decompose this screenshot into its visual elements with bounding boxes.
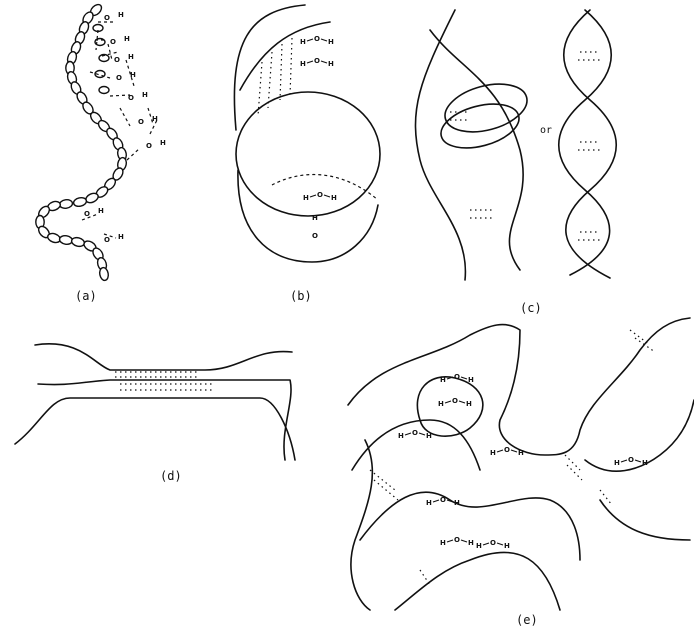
oxygen-atom: O — [454, 373, 460, 381]
polymer-bead — [73, 196, 88, 207]
polymer-bead — [99, 267, 110, 281]
hydrogen-atom: H — [300, 38, 306, 46]
hydrogen-atom: H — [328, 38, 334, 46]
panel-d-label: (d) — [160, 469, 182, 483]
hydrogen-atom: H — [614, 459, 620, 467]
hydrogen-atom: H — [426, 499, 432, 507]
double-helix — [559, 10, 617, 278]
strand-d-shading — [115, 372, 215, 390]
oxygen-atom: O — [504, 446, 510, 454]
oxygen-atom: O — [116, 74, 122, 82]
hydrogen-atom: H — [490, 449, 496, 457]
hydrogen-atom: H — [440, 376, 446, 384]
hydrogen-atom: H — [504, 542, 510, 550]
network-outline-4 — [395, 552, 560, 610]
hydrogen-atom: H — [98, 207, 104, 215]
hydrogen-atom: H — [312, 214, 318, 222]
strand-b-upper — [240, 22, 330, 90]
oxygen-atom: O — [138, 118, 144, 126]
strand-c-shading — [450, 112, 495, 218]
hydrogen-atom: H — [303, 194, 309, 202]
strand-b-top — [234, 5, 305, 130]
oxygen-atom: O — [412, 429, 418, 437]
oxygen-atom: O — [314, 35, 320, 43]
polymer-bead — [59, 235, 73, 245]
ring-b-hidden — [272, 175, 378, 200]
panel-c-label: (c) — [520, 301, 542, 315]
hydrogen-bonds-a — [82, 22, 158, 238]
hydrogen-atom: H — [426, 432, 432, 440]
strand-d-top — [35, 344, 292, 370]
network-outline-3 — [360, 492, 580, 560]
panel-a: OHOHOHOHOHOHOHOHOH (a) — [36, 2, 166, 303]
hydrogen-atom: H — [466, 400, 472, 408]
panel-e-label: (e) — [516, 613, 538, 627]
network-loop — [417, 377, 482, 436]
oxygen-atom: O — [454, 536, 460, 544]
hydrogen-atom: H — [518, 449, 524, 457]
polymer-bead — [99, 87, 109, 94]
hydrogen-atom: H — [142, 91, 148, 99]
panel-e: (e) — [348, 318, 694, 627]
strand-c-2 — [415, 10, 465, 280]
oxygen-atom: O — [314, 57, 320, 65]
hydrogen-atom: H — [438, 400, 444, 408]
strand-c-1 — [430, 30, 523, 270]
oxygen-atom: O — [312, 232, 318, 240]
oxygen-atom: O — [452, 397, 458, 405]
hydrogen-atom: H — [642, 459, 648, 467]
hydrogen-atom: H — [300, 60, 306, 68]
strand-d-bottom — [15, 398, 295, 460]
panel-d: (d) — [15, 344, 295, 483]
oxygen-atom: O — [104, 236, 110, 244]
panel-c: or (c) — [415, 10, 616, 315]
hydrogen-atom: H — [454, 499, 460, 507]
oxygen-atom: O — [440, 496, 446, 504]
hydrogen-atom: H — [440, 539, 446, 547]
hydrogen-atom: H — [476, 542, 482, 550]
loop-c-1 — [440, 76, 533, 140]
panel-a-label: (a) — [75, 289, 97, 303]
panel-b: (b) — [234, 5, 380, 303]
hydrogen-atom: H — [124, 35, 130, 43]
oxygen-atom: O — [146, 142, 152, 150]
oxygen-atom: O — [114, 56, 120, 64]
polymer-bead — [59, 199, 73, 209]
oxygen-atom: O — [110, 38, 116, 46]
oxygen-atom: O — [628, 456, 634, 464]
polymer-bead — [71, 236, 86, 247]
hydrogen-atom: H — [160, 139, 166, 147]
oxygen-atom: O — [317, 191, 323, 199]
hydrogen-atom: H — [331, 194, 337, 202]
oxygen-atom: O — [490, 539, 496, 547]
strand-d-middle — [38, 380, 291, 460]
hydrogen-atom: H — [128, 53, 134, 61]
panel-b-label: (b) — [290, 289, 312, 303]
hydrogen-atom: H — [398, 432, 404, 440]
hydrogen-atom: H — [328, 60, 334, 68]
network-shading — [370, 330, 655, 585]
hydrogen-atom: H — [468, 376, 474, 384]
hydrogen-atom: H — [468, 539, 474, 547]
strand-b-shading — [258, 38, 292, 116]
network-outline-6 — [600, 500, 690, 540]
network-outline-5 — [585, 400, 694, 471]
hydrogen-atom: H — [118, 11, 124, 19]
or-label: or — [540, 125, 552, 136]
oxygen-atom: O — [104, 14, 110, 22]
hydrogen-atom: H — [118, 233, 124, 241]
